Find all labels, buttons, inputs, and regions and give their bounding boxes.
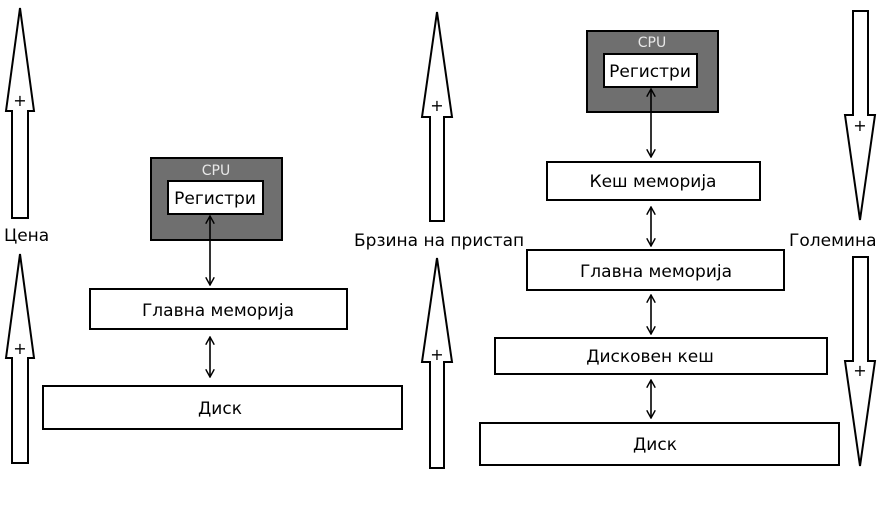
right-cpu-label: CPU — [638, 35, 666, 51]
speed-arrow-up-icon — [420, 11, 454, 222]
cost-plus-marker-lower: + — [13, 339, 26, 358]
left-disk-box — [42, 385, 403, 430]
left-cpu-label: CPU — [202, 163, 230, 179]
access-speed-label: Брзина на пристап — [354, 231, 524, 251]
speed-plus-marker: + — [430, 96, 443, 115]
cost-label: Цена — [4, 226, 49, 246]
left-hierarchy: CPU Регистри Главна меморија Диск — [42, 157, 403, 430]
right-main-memory-box — [526, 249, 785, 291]
cost-arrow-up-lower-icon — [4, 253, 36, 464]
speed-plus-marker-lower: + — [430, 345, 443, 364]
size-arrow-down-lower-icon — [843, 256, 877, 467]
right-cache-memory-label: Кеш меморија — [590, 172, 717, 192]
cost-axis: + + Цена — [4, 7, 49, 464]
right-registers-box — [603, 53, 698, 88]
right-registers-label: Регистри — [609, 62, 691, 82]
left-registers-box — [167, 180, 264, 215]
right-disk-cache-label: Дисковен кеш — [586, 347, 714, 367]
right-cache-memory-box — [546, 161, 761, 201]
size-axis: + + Големина — [789, 10, 877, 467]
left-registers-label: Регистри — [174, 189, 256, 209]
left-main-memory-box — [89, 288, 348, 330]
right-disk-box — [479, 422, 840, 466]
right-main-memory-label: Главна меморија — [580, 262, 732, 282]
right-disk-label: Диск — [633, 435, 677, 455]
speed-arrow-up-lower-icon — [420, 257, 454, 469]
left-disk-label: Диск — [198, 399, 242, 419]
right-hierarchy: CPU Регистри Кеш меморија Главна мемориј… — [479, 30, 840, 466]
size-plus-marker-lower: + — [853, 361, 866, 380]
left-main-memory-label: Главна меморија — [142, 301, 294, 321]
right-disk-cache-box — [494, 337, 828, 375]
size-label: Големина — [789, 231, 877, 251]
cost-arrow-up-icon — [4, 7, 36, 219]
access-speed-axis: + + Брзина на пристап — [354, 11, 524, 469]
cost-plus-marker: + — [13, 91, 26, 110]
size-arrow-down-icon — [843, 10, 877, 221]
size-plus-marker: + — [853, 116, 866, 135]
